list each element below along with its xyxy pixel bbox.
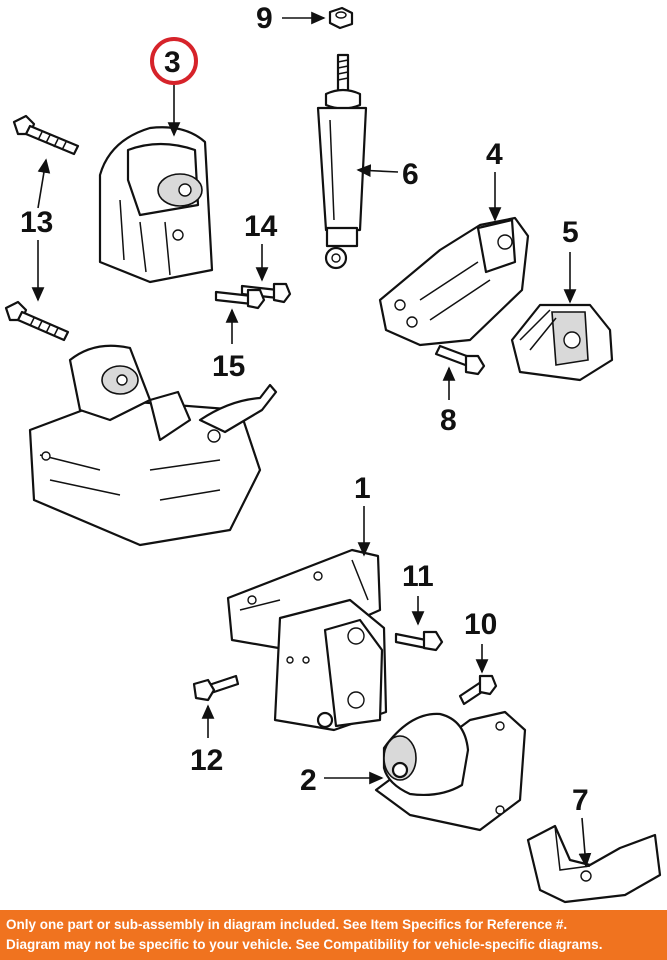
disclaimer-banner: Only one part or sub-assembly in diagram… — [0, 910, 667, 960]
part-3-engine-mount — [98, 126, 214, 284]
svg-text:13: 13 — [20, 206, 53, 239]
part-2-insulator-mount — [374, 710, 527, 832]
part-11-bolt — [394, 630, 444, 652]
callout-1[interactable]: 1 — [354, 472, 371, 557]
part-15-bolt — [214, 288, 266, 310]
svg-text:7: 7 — [572, 784, 589, 817]
svg-text:10: 10 — [464, 608, 497, 641]
callout-5[interactable]: 5 — [562, 216, 579, 304]
callout-3[interactable]: 3 — [150, 37, 198, 137]
svg-text:2: 2 — [300, 764, 317, 797]
parts-diagram: 9 6 3 13 — [4, 2, 662, 904]
part-10-bolt — [458, 674, 498, 706]
svg-text:5: 5 — [562, 216, 579, 249]
callout-6[interactable]: 6 — [356, 158, 419, 191]
callout-8[interactable]: 8 — [440, 366, 457, 437]
svg-text:3: 3 — [164, 46, 181, 79]
callout-15[interactable]: 15 — [212, 308, 245, 383]
svg-text:8: 8 — [440, 404, 457, 437]
part-6-shock-absorber — [316, 53, 368, 270]
part-9-nut — [328, 6, 354, 30]
callout-12[interactable]: 12 — [190, 704, 223, 777]
part-1-bracket-assembly — [226, 548, 388, 732]
svg-text:12: 12 — [190, 744, 223, 777]
svg-text:11: 11 — [402, 560, 434, 593]
engine-block-assembly — [28, 344, 278, 547]
svg-text:14: 14 — [244, 210, 278, 243]
callout-2[interactable]: 2 — [300, 764, 384, 797]
callout-9[interactable]: 9 — [256, 2, 326, 35]
part-13-bolt-upper — [12, 114, 80, 156]
svg-text:1: 1 — [354, 472, 371, 505]
part-13-bolt-lower — [4, 300, 70, 342]
callout-14[interactable]: 14 — [244, 210, 278, 282]
disclaimer-line-1: Only one part or sub-assembly in diagram… — [6, 917, 568, 932]
part-5-insulator — [510, 303, 614, 382]
part-7-shield — [526, 824, 662, 904]
svg-text:9: 9 — [256, 2, 273, 35]
part-4-mount-bracket — [378, 216, 530, 347]
part-12-bolt — [192, 674, 240, 702]
callout-4[interactable]: 4 — [486, 138, 503, 222]
disclaimer-line-2: Diagram may not be specific to your vehi… — [6, 937, 603, 952]
svg-text:6: 6 — [402, 158, 419, 191]
callout-7[interactable]: 7 — [572, 784, 592, 868]
part-8-bolt — [434, 344, 486, 376]
svg-text:15: 15 — [212, 350, 245, 383]
callout-10[interactable]: 10 — [464, 608, 497, 674]
callout-13[interactable]: 13 — [20, 158, 53, 302]
callout-11[interactable]: 11 — [402, 560, 434, 626]
svg-text:4: 4 — [486, 138, 503, 171]
